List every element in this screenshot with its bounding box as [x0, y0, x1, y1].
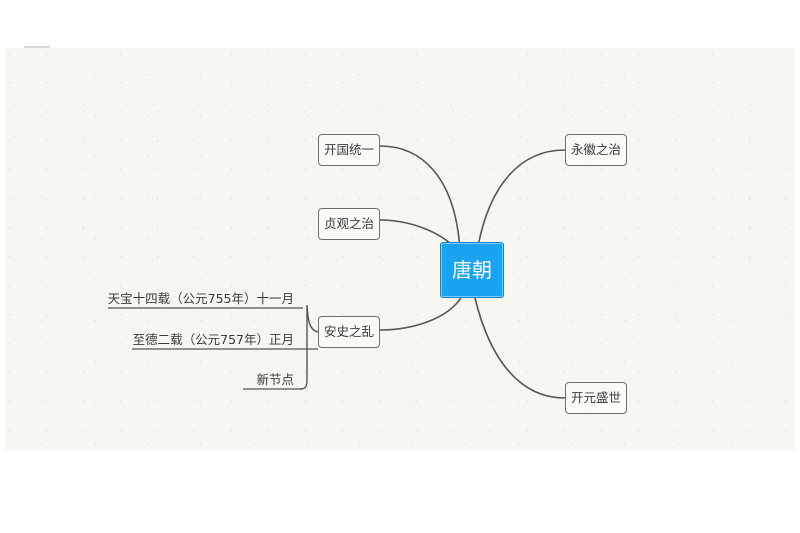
connector-anshi	[379, 295, 463, 331]
topic-zhenguan[interactable]: 贞观之治	[318, 208, 380, 240]
topic-yonghui[interactable]: 永徽之治	[565, 134, 627, 166]
toolbar-edge	[24, 46, 50, 48]
connector-kaiyuan	[474, 297, 566, 399]
topic-kaiyuan[interactable]: 开元盛世	[565, 382, 627, 414]
subtopic-anshi-3[interactable]: 新节点	[256, 372, 294, 387]
topic-kaiguo[interactable]: 开国统一	[318, 134, 380, 166]
topic-anshi[interactable]: 安史之乱	[318, 316, 380, 348]
subtopic-anshi-2[interactable]: 至德二载（公元757年）正月	[132, 332, 294, 347]
connector-kaiguo	[379, 145, 461, 251]
connector-yonghui	[477, 149, 566, 247]
connector-anshi-children	[299, 304, 319, 390]
root-topic[interactable]: 唐朝	[440, 242, 504, 298]
mindmap-canvas	[5, 48, 795, 450]
subtopic-anshi-1[interactable]: 天宝十四载（公元755年）十一月	[107, 291, 294, 306]
